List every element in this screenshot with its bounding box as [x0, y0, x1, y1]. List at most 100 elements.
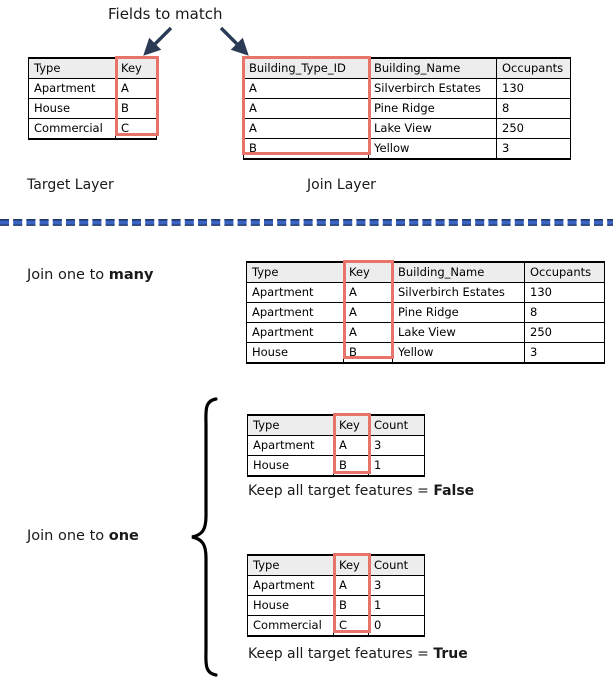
keep-all-target-features-true-caption: Keep all target features = True [248, 646, 468, 662]
table-header-row: Type Key Count [247, 555, 425, 576]
table-row: House B 1 [247, 455, 425, 477]
table-header-row: Type Key [28, 58, 157, 79]
cell-building-name: Lake View [368, 118, 497, 139]
one-to-one-true-table: Type Key Count Apartment A 3 House B 1 C… [247, 554, 425, 637]
cell-count: 3 [368, 435, 425, 456]
cell-key: B [333, 455, 369, 477]
cell-building-name: Pine Ridge [368, 98, 497, 119]
cell-building-name: Silverbirch Estates [368, 78, 497, 99]
cell-type: House [247, 455, 334, 477]
cell-type: Commercial [28, 118, 116, 140]
cell-building-type-id: A [243, 98, 369, 119]
cell-type: Apartment [246, 282, 344, 303]
cell-occupants: 3 [524, 342, 605, 364]
table-header-row: Type Key Building_Name Occupants [246, 262, 605, 283]
cell-key: A [343, 282, 393, 303]
column-header-key: Key [115, 58, 157, 79]
caption-value: False [433, 483, 475, 499]
table-row: Apartment A 3 [247, 435, 425, 456]
cell-building-name: Lake View [392, 322, 525, 343]
cell-key: C [333, 615, 369, 637]
cell-type: Apartment [28, 78, 116, 99]
join-layer-table: Building_Type_ID Building_Name Occupants… [243, 57, 571, 160]
cell-occupants: 250 [524, 322, 605, 343]
dashed-divider-icon [0, 219, 613, 226]
cell-occupants: 3 [496, 138, 571, 160]
cell-type: House [28, 98, 116, 119]
table-row: Apartment A Silverbirch Estates 130 [246, 282, 605, 303]
cell-type: House [247, 595, 334, 616]
cell-key: A [343, 302, 393, 323]
cell-building-type-id: A [243, 118, 369, 139]
arrow-down-right-icon [219, 26, 249, 56]
cell-occupants: 250 [496, 118, 571, 139]
column-header-type: Type [246, 262, 344, 283]
one-to-one-false-table-wrap: Type Key Count Apartment A 3 House B 1 [247, 413, 425, 477]
column-header-building-name: Building_Name [368, 58, 497, 79]
table-row: A Silverbirch Estates 130 [243, 78, 571, 99]
table-row: Apartment A Lake View 250 [246, 322, 605, 343]
table-row: Commercial C 0 [247, 615, 425, 637]
cell-key: C [115, 118, 157, 140]
cell-building-name: Silverbirch Estates [392, 282, 525, 303]
table-row: Commercial C [28, 118, 157, 140]
join-layer-caption: Join Layer [307, 177, 376, 193]
join-one-to-many-label: Join one to many [27, 267, 154, 284]
arrow-down-left-icon [143, 26, 173, 56]
join-one-to-one-label-prefix: Join one to [27, 528, 109, 544]
caption-value: True [433, 646, 468, 662]
cell-building-name: Yellow [392, 342, 525, 364]
target-layer-caption: Target Layer [27, 177, 114, 193]
cell-occupants: 8 [524, 302, 605, 323]
cell-type: House [246, 342, 344, 364]
table-header-row: Type Key Count [247, 415, 425, 436]
column-header-occupants: Occupants [524, 262, 605, 283]
cell-type: Apartment [246, 302, 344, 323]
column-header-key: Key [333, 415, 369, 436]
cell-count: 1 [368, 595, 425, 616]
cell-key: A [343, 322, 393, 343]
join-one-to-many-label-emphasis: many [108, 267, 154, 283]
cell-occupants: 8 [496, 98, 571, 119]
cell-building-type-id: A [243, 78, 369, 99]
target-layer-table-wrap: Type Key Apartment A House B Commercial … [28, 56, 159, 140]
column-header-type: Type [247, 555, 334, 576]
fields-to-match-label: Fields to match [108, 5, 223, 23]
cell-count: 1 [368, 455, 425, 477]
table-row: A Lake View 250 [243, 118, 571, 139]
column-header-type: Type [247, 415, 334, 436]
table-row: Apartment A 3 [247, 575, 425, 596]
one-to-one-false-table: Type Key Count Apartment A 3 House B 1 [247, 414, 425, 477]
cell-key: A [115, 78, 157, 99]
cell-type: Apartment [247, 575, 334, 596]
cell-type: Apartment [246, 322, 344, 343]
one-to-one-true-table-wrap: Type Key Count Apartment A 3 House B 1 C… [247, 553, 425, 637]
cell-building-name: Pine Ridge [392, 302, 525, 323]
column-header-key: Key [333, 555, 369, 576]
column-header-building-name: Building_Name [392, 262, 525, 283]
join-one-to-many-label-prefix: Join one to [27, 267, 109, 283]
cell-count: 0 [368, 615, 425, 637]
cell-building-name: Yellow [368, 138, 497, 160]
cell-count: 3 [368, 575, 425, 596]
cell-occupants: 130 [524, 282, 605, 303]
cell-key: A [333, 575, 369, 596]
caption-prefix: Keep all target features = [248, 646, 434, 662]
cell-key: B [333, 595, 369, 616]
table-header-row: Building_Type_ID Building_Name Occupants [243, 58, 571, 79]
table-row: House B Yellow 3 [246, 342, 605, 364]
cell-type: Commercial [247, 615, 334, 637]
cell-occupants: 130 [496, 78, 571, 99]
caption-prefix: Keep all target features = [248, 483, 434, 499]
table-row: Apartment A [28, 78, 157, 99]
keep-all-target-features-false-caption: Keep all target features = False [248, 483, 474, 499]
cell-type: Apartment [247, 435, 334, 456]
one-to-many-table: Type Key Building_Name Occupants Apartme… [246, 261, 605, 364]
curly-brace-icon [191, 397, 218, 677]
table-row: A Pine Ridge 8 [243, 98, 571, 119]
cell-key: B [343, 342, 393, 364]
column-header-count: Count [368, 415, 425, 436]
table-row: House B [28, 98, 157, 119]
column-header-count: Count [368, 555, 425, 576]
column-header-building-type-id: Building_Type_ID [243, 58, 369, 79]
